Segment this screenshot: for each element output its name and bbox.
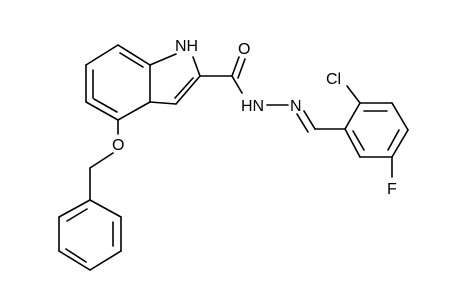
double-bond-inner	[387, 129, 400, 151]
bond	[117, 44, 151, 66]
bond	[346, 85, 361, 104]
double-bond-inner	[66, 208, 88, 222]
bond	[192, 56, 201, 77]
bond	[391, 129, 409, 158]
bond	[58, 199, 91, 218]
bond	[149, 101, 177, 105]
double-bond-inner	[174, 77, 194, 99]
ether-oxygen-label: O	[112, 137, 124, 154]
bond	[231, 56, 240, 77]
hydrazone-linker	[266, 104, 346, 133]
bond	[58, 250, 91, 271]
bond	[231, 75, 243, 94]
bond	[175, 75, 201, 105]
imine-nitrogen-label: N	[290, 98, 302, 115]
bond	[89, 152, 114, 169]
indole-benzo-ring	[85, 44, 151, 121]
bond	[117, 101, 151, 121]
bond	[303, 110, 316, 130]
nh-label: NH	[175, 38, 198, 55]
hydrazide-hn-label: HN	[241, 98, 264, 115]
double-bond-inner	[119, 52, 144, 68]
carboxamide-group	[199, 56, 246, 94]
double-bond-outer	[296, 113, 309, 133]
bond	[391, 102, 409, 131]
bond	[85, 44, 119, 66]
bond	[344, 102, 361, 130]
benzyloxy-group	[89, 119, 119, 201]
bond	[89, 250, 122, 271]
fluorine-label: F	[387, 181, 397, 198]
chlorine-label: Cl	[326, 71, 341, 88]
benzyl-phenyl-ring	[58, 199, 122, 271]
carbonyl-oxygen-label: O	[238, 41, 250, 58]
indole-pyrrole-ring	[149, 53, 201, 105]
bond	[85, 101, 119, 121]
double-bond-inner	[93, 98, 118, 113]
double-bond-outer	[237, 58, 246, 79]
chlorofluorophenyl-ring	[344, 85, 409, 178]
bond	[89, 199, 122, 218]
double-bond-inner	[352, 130, 365, 151]
bond	[149, 53, 177, 66]
bond	[344, 128, 361, 158]
double-bond-inner	[65, 248, 87, 263]
